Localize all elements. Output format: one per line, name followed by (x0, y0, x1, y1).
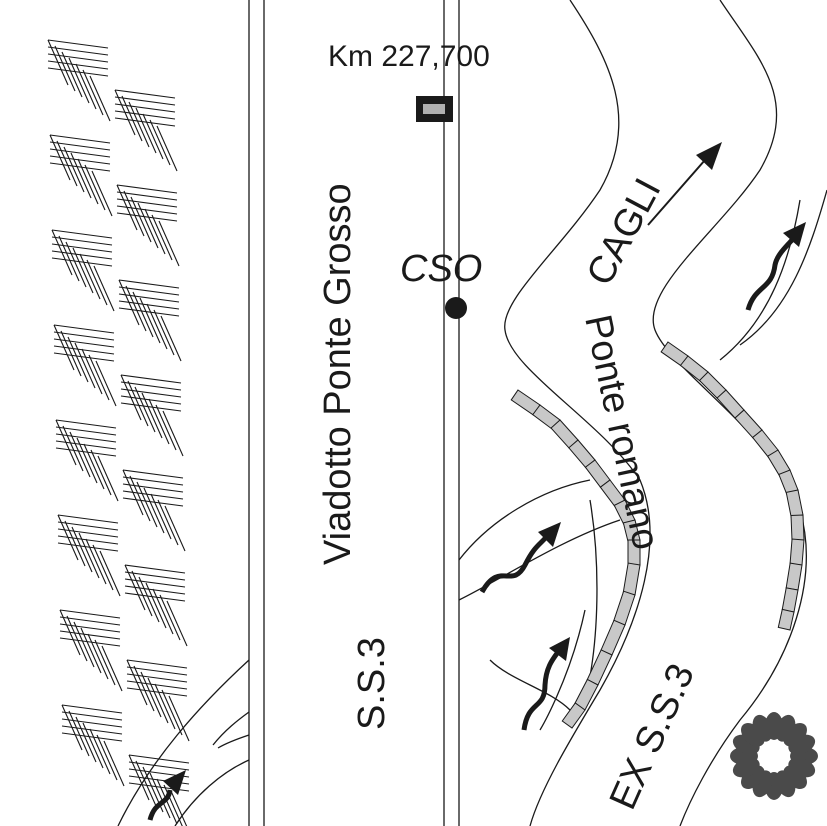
embankment-right (660, 341, 805, 631)
viaduct-label: Viadotto Ponte Grosso (317, 183, 359, 565)
tree-icon (730, 712, 818, 800)
field-hatching (47, 39, 190, 826)
km-label: Km 227,700 (328, 40, 490, 73)
flow-arrow-icon (147, 770, 186, 821)
embankment-left (510, 389, 641, 729)
river-banks (458, 0, 827, 826)
km-marker-icon (416, 96, 453, 122)
station-label: CSO (400, 248, 482, 290)
flow-arrow-icon (521, 637, 570, 731)
direction-label: CAGLI (579, 172, 670, 292)
road-ss3-label: S.S.3 (351, 637, 393, 730)
viaduct-road (248, 0, 460, 826)
station-point-icon (445, 297, 467, 319)
slip-road (117, 659, 250, 826)
flow-arrow-icon (479, 522, 561, 594)
bridge-label: Ponte romano (576, 311, 667, 553)
direction-arrow-icon (647, 142, 722, 226)
road-ex-ss3-label: EX S.S.3 (602, 658, 703, 816)
flow-arrow-icon (745, 222, 806, 311)
